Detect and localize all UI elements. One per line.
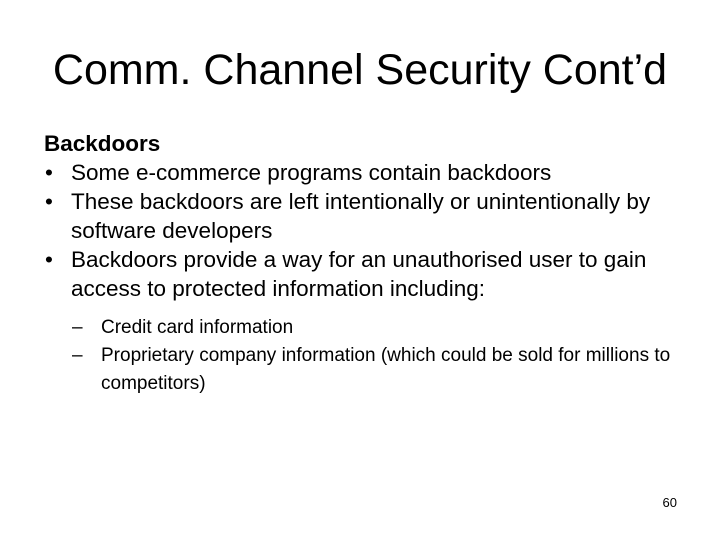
bullet-item: • Backdoors provide a way for an unautho… <box>44 245 704 303</box>
spacer <box>44 303 704 314</box>
sub-bullet-marker: – <box>72 317 83 338</box>
slide-body: Backdoors • Some e-commerce programs con… <box>44 129 704 398</box>
page-number: 60 <box>662 495 677 510</box>
bullet-list: • Some e-commerce programs contain backd… <box>44 158 704 303</box>
bullet-marker: • <box>45 160 53 185</box>
section-heading: Backdoors <box>44 131 161 156</box>
sub-bullet-item: – Credit card information <box>44 314 704 342</box>
bullet-item: • These backdoors are left intentionally… <box>44 187 704 245</box>
sub-bullet-item: – Proprietary company information (which… <box>44 342 704 398</box>
bullet-text: Backdoors provide a way for an unauthori… <box>71 247 647 301</box>
slide-title: Comm. Channel Security Cont’d <box>52 46 668 94</box>
bullet-item: • Some e-commerce programs contain backd… <box>44 158 704 187</box>
sub-bullet-list: – Credit card information – Proprietary … <box>44 314 704 398</box>
bullet-text: Some e-commerce programs contain backdoo… <box>71 160 552 185</box>
sub-bullet-text: Credit card information <box>101 317 294 338</box>
sub-bullet-text: Proprietary company information (which c… <box>101 345 671 394</box>
bullet-text: These backdoors are left intentionally o… <box>71 189 651 243</box>
bullet-marker: • <box>45 247 53 272</box>
sub-bullet-marker: – <box>72 345 83 366</box>
bullet-marker: • <box>45 189 53 214</box>
